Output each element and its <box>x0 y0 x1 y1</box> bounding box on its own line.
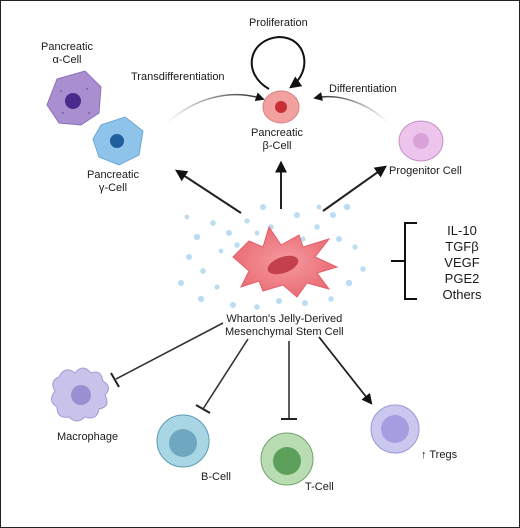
arrow-to-gamma-cell <box>174 169 242 214</box>
label-differentiation: Differentiation <box>329 83 397 95</box>
label-alpha-cell-line1: Pancreatic <box>41 41 93 53</box>
factor-pge2: PGE2 <box>444 271 480 286</box>
gamma-cell <box>92 116 144 166</box>
arrow-to-progenitor-cell <box>322 165 387 212</box>
label-stem-cell: Wharton's Jelly-Derived Mesenchymal Stem… <box>225 313 344 339</box>
beta-cell <box>262 90 300 124</box>
proliferation-loop-arrow <box>250 35 306 90</box>
label-macrophage: Macrophage <box>57 431 119 443</box>
label-t-cell: T-Cell <box>305 481 334 493</box>
label-alpha-cell-line2: α-Cell <box>52 54 82 66</box>
label-gamma-cell-line1: Pancreatic <box>87 169 139 181</box>
alpha-cell <box>46 70 102 126</box>
secreted-factors-list: IL-10 TGFβ VEGF PGE2 Others <box>427 223 497 303</box>
differentiation-arrow <box>313 92 390 125</box>
factor-vegf: VEGF <box>444 255 480 270</box>
factors-bracket <box>391 222 417 300</box>
secreted-vesicles <box>178 203 366 310</box>
label-progenitor-cell: Progenitor Cell <box>389 165 462 177</box>
transdifferentiation-arrow <box>165 92 265 125</box>
inhibition-b-cell <box>202 338 249 410</box>
macrophage <box>51 367 109 422</box>
label-stem-cell-line1: Wharton's Jelly-Derived <box>226 313 343 325</box>
label-beta-cell-line1: Pancreatic <box>251 127 303 139</box>
factor-tgfb: TGFβ <box>445 239 479 254</box>
inhibition-macrophage-bar <box>110 372 120 388</box>
arrow-to-tregs <box>318 336 373 405</box>
label-proliferation: Proliferation <box>249 17 308 29</box>
label-beta-cell-line2: β-Cell <box>262 140 292 152</box>
stem-cell <box>232 225 339 298</box>
label-gamma-cell-line2: γ-Cell <box>98 182 128 194</box>
inhibition-macrophage <box>115 322 224 380</box>
factor-others: Others <box>442 287 482 302</box>
label-beta-cell: Pancreatic β-Cell <box>251 127 303 153</box>
label-gamma-cell: Pancreatic γ-Cell <box>87 169 139 195</box>
label-b-cell: B-Cell <box>201 471 231 483</box>
b-cell <box>156 414 210 468</box>
label-tregs: ↑ Tregs <box>421 449 458 461</box>
treg-cell <box>370 404 420 454</box>
label-alpha-cell: Pancreatic α-Cell <box>41 41 93 67</box>
inhibition-b-cell-bar <box>195 404 211 414</box>
progenitor-cell <box>398 120 444 162</box>
t-cell <box>260 432 314 486</box>
factor-il10: IL-10 <box>447 223 477 238</box>
label-transdifferentiation: Transdifferentiation <box>131 71 225 83</box>
label-stem-cell-line2: Mesenchymal Stem Cell <box>225 326 344 338</box>
